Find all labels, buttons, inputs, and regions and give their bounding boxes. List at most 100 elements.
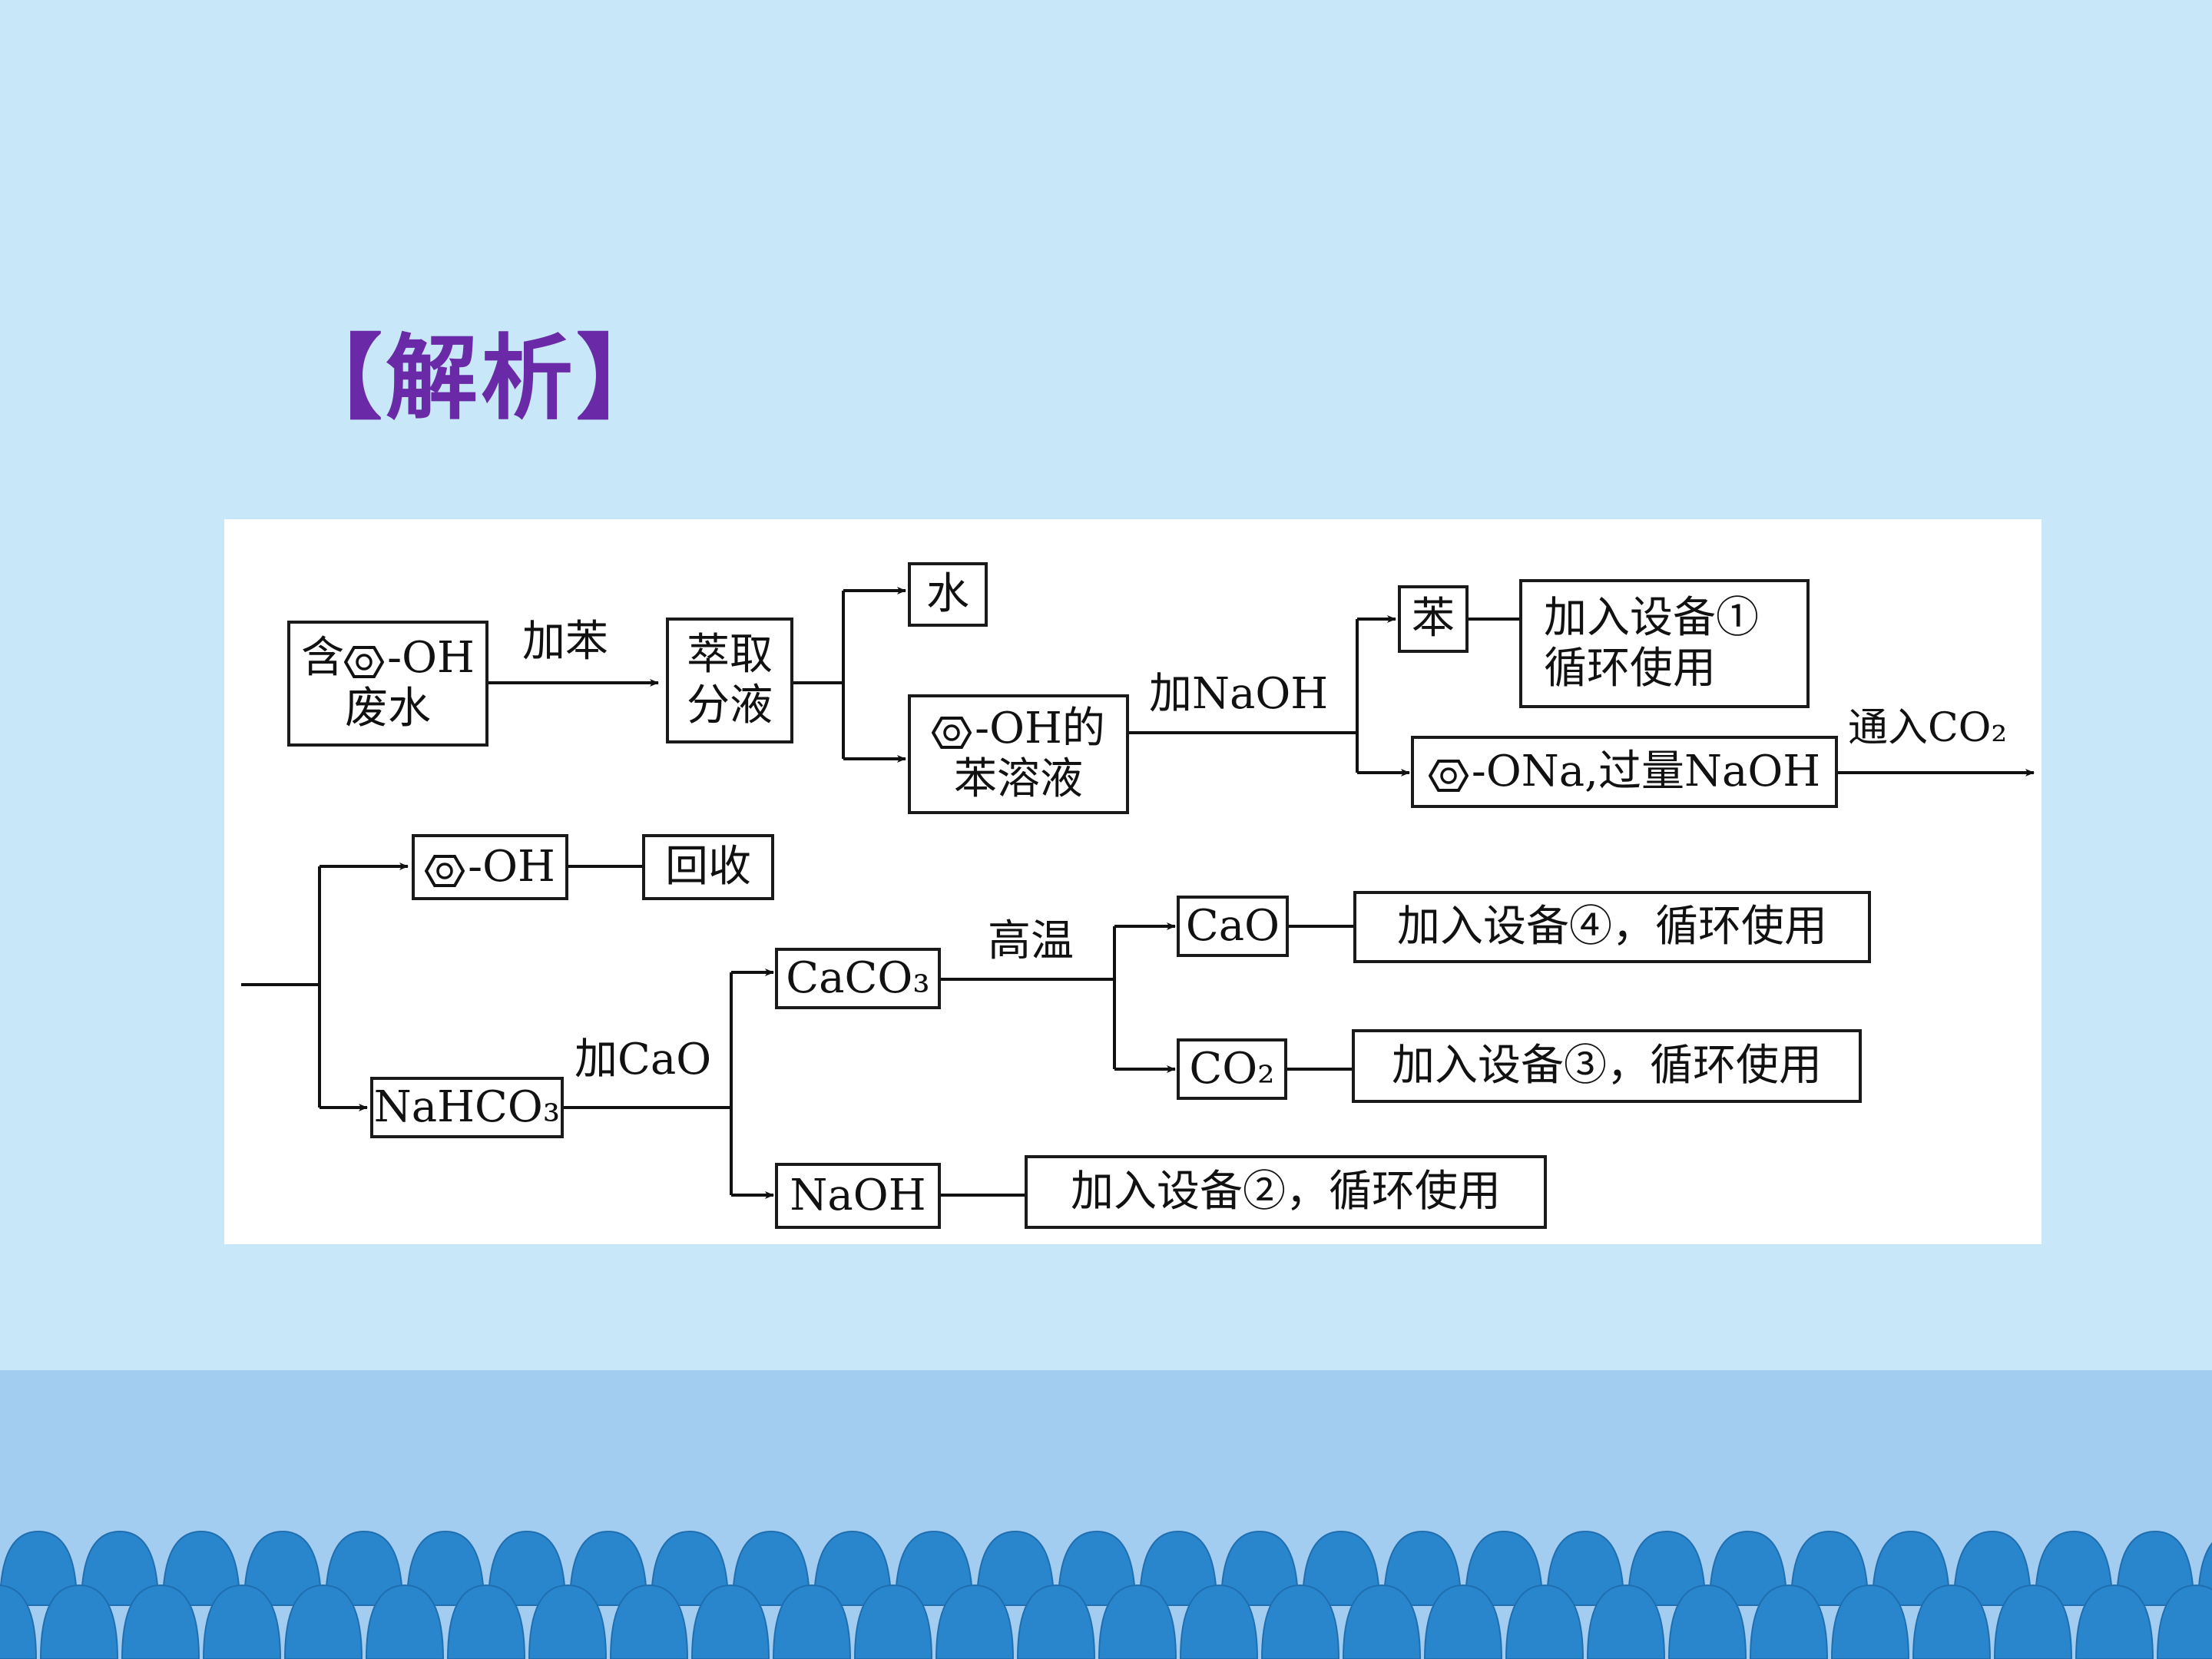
wave-dome <box>2156 1584 2212 1659</box>
wave-dome <box>1057 1530 1137 1606</box>
node-benzene: 苯 <box>1398 585 1469 653</box>
wave-dome <box>813 1530 892 1606</box>
wave-dome <box>1830 1584 1910 1659</box>
label-pass-co2: 通入CO₂ <box>1848 705 2008 751</box>
node-co2: CO₂ <box>1177 1038 1287 1100</box>
node-nahco3: NaHCO₃ <box>370 1077 564 1138</box>
wave-dome <box>1749 1584 1829 1659</box>
device1-line2: 循环使用 <box>1544 644 1716 694</box>
naoh-text: NaOH <box>790 1170 926 1220</box>
wave-dome <box>1545 1530 1625 1606</box>
benzene-ring-icon <box>1428 754 1469 792</box>
label-add-naoh: 加NaOH <box>1149 669 1329 719</box>
wave-dome <box>1993 1584 2073 1659</box>
slide-title: 【解析】 <box>290 326 671 432</box>
wave-dome <box>1464 1530 1544 1606</box>
wave-dome <box>39 1584 119 1659</box>
wave-dome <box>243 1530 323 1606</box>
flowchart-connectors <box>241 587 2035 1199</box>
node-device-1: 加入设备① 循环使用 <box>1519 579 1810 708</box>
wave-dome <box>487 1530 567 1606</box>
wave-dome <box>1301 1530 1381 1606</box>
node-phenol: -OH <box>412 834 568 900</box>
wave-dome <box>1423 1584 1503 1659</box>
wave-dome <box>690 1584 770 1659</box>
extract-line2: 分液 <box>687 680 773 730</box>
wave-dome <box>528 1584 608 1659</box>
wave-dome <box>650 1530 730 1606</box>
wastewater-suffix: OH <box>402 632 475 683</box>
wave-dome <box>1260 1584 1340 1659</box>
wave-dome <box>283 1584 363 1659</box>
wave-dome <box>406 1530 485 1606</box>
recover-text: 回收 <box>665 841 751 892</box>
wave-dome <box>1912 1584 1992 1659</box>
wave-dome <box>1667 1584 1747 1659</box>
node-extract-separate: 萃取 分液 <box>666 618 793 743</box>
benzene-text: 苯 <box>1412 593 1455 644</box>
node-phenol-wastewater: 含 -OH 废水 <box>287 621 488 747</box>
wave-dome <box>1871 1530 1951 1606</box>
wave-decoration <box>0 1530 2212 1659</box>
wave-dome <box>772 1584 852 1659</box>
wave-dome <box>0 1530 78 1606</box>
wave-dome <box>1382 1530 1462 1606</box>
nahco3-text: NaHCO₃ <box>373 1081 561 1132</box>
extract-line1: 萃取 <box>687 629 773 680</box>
wave-dome <box>894 1530 974 1606</box>
wave-dome <box>161 1530 241 1606</box>
node-recover: 回收 <box>642 834 774 900</box>
wave-dome <box>1138 1530 1218 1606</box>
wave-dome <box>975 1530 1055 1606</box>
co2-text: CO₂ <box>1189 1043 1275 1094</box>
wave-dome <box>202 1584 282 1659</box>
node-caco3: CaCO₃ <box>775 948 941 1009</box>
phenol-benzene-line2: 苯溶液 <box>954 754 1083 804</box>
wave-dome <box>324 1530 404 1606</box>
sodium-phenoxide-suffix: ONa,过量NaOH <box>1485 746 1821 796</box>
device1-line1: 加入设备① <box>1544 592 1759 643</box>
device3-text: 加入设备③，循环使用 <box>1392 1040 1822 1091</box>
benzene-ring-icon <box>424 849 465 887</box>
flowchart-panel: 含 -OH 废水 加苯 萃取 分液 水 -OH的 苯溶液 加NaOH 苯 加入设… <box>224 519 2041 1244</box>
wave-dome <box>1586 1584 1666 1659</box>
node-device-3: 加入设备③，循环使用 <box>1352 1029 1862 1103</box>
node-phenol-in-benzene: -OH的 苯溶液 <box>908 694 1129 814</box>
wave-dome <box>121 1584 200 1659</box>
benzene-ring-icon <box>931 711 972 749</box>
phenol-benzene-suffix: OH的 <box>989 703 1105 753</box>
wave-dome <box>1627 1530 1707 1606</box>
wave-dome <box>731 1530 811 1606</box>
node-naoh: NaOH <box>775 1163 941 1229</box>
label-add-benzene: 加苯 <box>522 617 608 667</box>
wave-dome <box>2034 1530 2114 1606</box>
wave-dome <box>80 1530 160 1606</box>
cao-text: CaO <box>1185 900 1280 951</box>
device4-text: 加入设备④，循环使用 <box>1397 901 1827 952</box>
node-device-4: 加入设备④，循环使用 <box>1353 891 1871 963</box>
wave-dome <box>2115 1530 2195 1606</box>
node-device-2: 加入设备②，循环使用 <box>1025 1155 1547 1229</box>
node-cao: CaO <box>1177 896 1289 957</box>
wave-dome <box>1016 1584 1096 1659</box>
node-water: 水 <box>908 562 988 627</box>
water-text: 水 <box>926 568 969 619</box>
wave-dome <box>1505 1584 1584 1659</box>
device2-text: 加入设备②，循环使用 <box>1071 1166 1501 1217</box>
wave-dome <box>853 1584 933 1659</box>
wave-dome <box>1220 1530 1300 1606</box>
wave-dome <box>1098 1584 1177 1659</box>
wave-dome <box>2075 1584 2154 1659</box>
label-add-cao: 加CaO <box>575 1035 712 1084</box>
wave-dome <box>935 1584 1015 1659</box>
wastewater-line2: 废水 <box>345 684 431 733</box>
wave-dome <box>1708 1530 1788 1606</box>
caco3-text: CaCO₃ <box>786 952 930 1003</box>
wave-dome <box>609 1584 689 1659</box>
phenol-suffix: OH <box>482 841 555 892</box>
wastewater-prefix: 含 <box>301 632 345 683</box>
label-high-temp: 高温 <box>988 916 1074 966</box>
wave-dome <box>1790 1530 1869 1606</box>
benzene-ring-icon <box>343 641 385 678</box>
wave-dome <box>1179 1584 1259 1659</box>
